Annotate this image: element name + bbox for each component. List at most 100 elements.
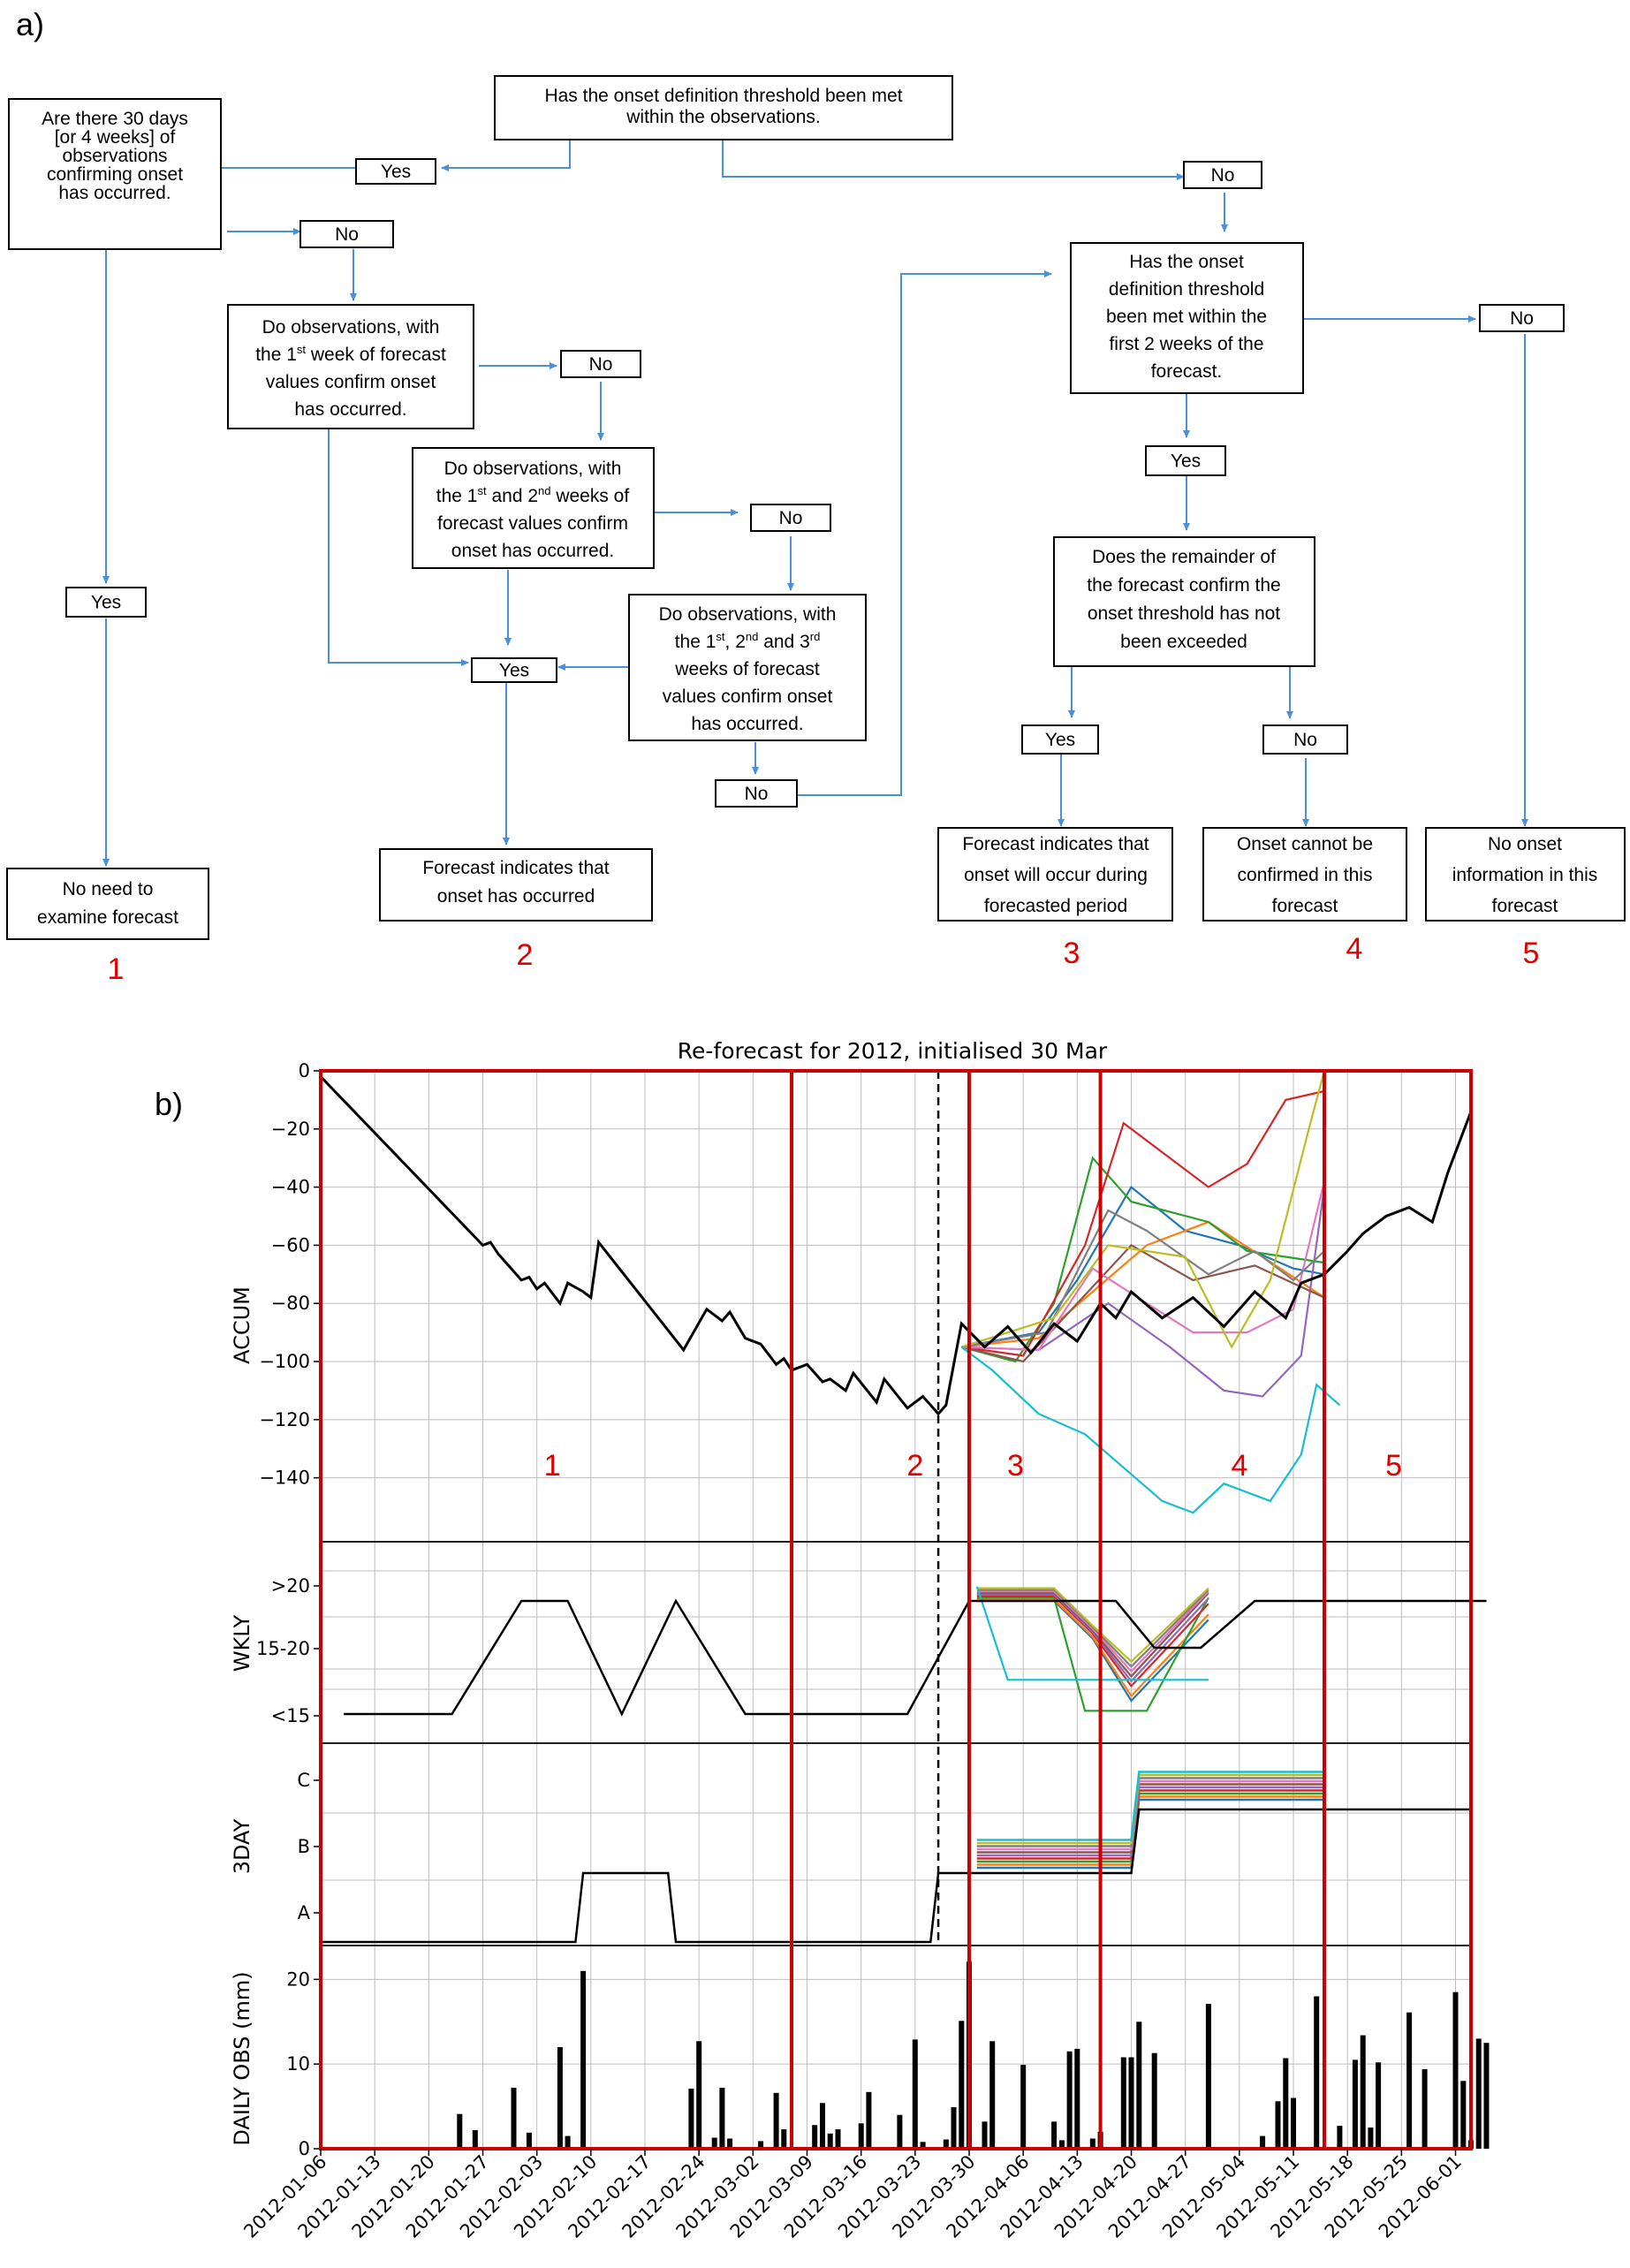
wkly-ensemble-line-5 <box>976 1591 1209 1678</box>
o5-line-0: No onset <box>1488 834 1562 854</box>
accum-ensemble-line-8 <box>960 1070 1326 1349</box>
daily-bar <box>1291 2097 1296 2149</box>
daily-bar <box>858 2123 864 2150</box>
decision-yes-label: Yes <box>1045 730 1075 750</box>
daily-bar <box>912 2039 918 2149</box>
daily-bar <box>1066 2051 1073 2149</box>
accum-y-tick-label: −60 <box>271 1234 310 1255</box>
daily-bar <box>1483 2043 1490 2149</box>
decision-no-label: No <box>1211 165 1235 186</box>
decision-yes-0: Yes <box>355 158 436 185</box>
decision-no-label: No <box>745 784 769 804</box>
q_week12-line-1: the 1st and 2nd weeks of <box>436 484 630 506</box>
decision-no-9: No <box>715 779 798 808</box>
q_30days-line-0: Are there 30 days <box>42 109 188 129</box>
daily-bar <box>835 2129 841 2149</box>
daily-bar <box>989 2041 996 2149</box>
accum-y-axis-label: ACCUM <box>230 1286 254 1364</box>
accum-ensemble-line-7 <box>961 1209 1325 1348</box>
q_fc2wk-line-4: forecast. <box>1151 361 1223 382</box>
q_remainder-line-0: Does the remainder of <box>1092 547 1276 567</box>
daily-bar <box>1205 2004 1211 2149</box>
wkly-y-axis-label: WKLY <box>230 1615 254 1673</box>
decision-no-label: No <box>779 508 803 528</box>
decision-yes-5: Yes <box>1145 445 1226 476</box>
q_week1-line-3: has occurred. <box>294 399 406 420</box>
decision-yes-8: Yes <box>471 657 557 683</box>
wkly-ensemble-line-2 <box>976 1597 1209 1712</box>
daily-bar <box>897 2114 903 2149</box>
daily-bar <box>696 2041 702 2149</box>
wkly-ensemble-line-9 <box>975 1586 1209 1681</box>
daily-bar <box>951 2107 957 2149</box>
q_remainder-line-3: been exceeded <box>1120 632 1247 652</box>
q_30days-line-3: confirming onset <box>47 164 183 185</box>
o5-line-1: information in this <box>1452 865 1598 885</box>
accum-y-tick-label: −120 <box>259 1409 310 1430</box>
o1-line-0: No need to <box>63 879 154 899</box>
wkly-ensemble-line-4 <box>976 1593 1209 1683</box>
daily-bar <box>1376 2062 1382 2150</box>
accum-ensemble-line-3 <box>961 1089 1325 1357</box>
question-onset-in-observations: Has the onset definition threshold been … <box>494 75 953 140</box>
daily-y-tick-label: 10 <box>286 2053 310 2075</box>
q_week123-line-0: Do observations, with <box>659 604 837 625</box>
q_remainder-line-2: onset threshold has not <box>1088 603 1280 624</box>
decision-no-label: No <box>335 224 359 245</box>
o4-line-2: forecast <box>1272 896 1338 916</box>
q_fc2wk-line-3: first 2 weeks of the <box>1109 334 1263 354</box>
decision-no-2: No <box>299 220 394 248</box>
daily-y-tick-label: 20 <box>286 1968 310 1990</box>
q_week12-line-2: forecast values confirm <box>437 513 628 534</box>
daily-bar <box>827 2133 833 2150</box>
daily-bar <box>773 2092 779 2150</box>
daily-bar <box>781 2129 787 2149</box>
q_30days-line-1: [or 4 weeks] of <box>55 127 176 148</box>
daily-bar <box>557 2047 563 2149</box>
daily-bar <box>1352 2059 1358 2149</box>
daily-bar <box>1260 2135 1266 2149</box>
wkly-ensemble-line-3 <box>976 1595 1209 1688</box>
outcome-number-5: 5 <box>1523 937 1540 970</box>
q_week1-line-0: Do observations, with <box>262 317 440 338</box>
daily-bar <box>758 2141 764 2149</box>
wkly-y-tick-label: 15-20 <box>256 1638 310 1659</box>
o4-line-1: confirmed in this <box>1238 865 1373 885</box>
daily-bar <box>457 2113 463 2149</box>
accum-ensemble-line-4 <box>961 1187 1326 1398</box>
wkly-y-tick-label: <15 <box>271 1705 310 1726</box>
wkly-ensemble-line-1 <box>976 1598 1209 1698</box>
wkly-ensemble-line-8 <box>976 1587 1209 1664</box>
wkly-ensemble-line-7 <box>976 1589 1209 1668</box>
accum-ensemble-line-9 <box>960 1346 1341 1514</box>
daily-bar <box>1337 2126 1343 2149</box>
panel-frame-daily_obs <box>320 1945 1472 2150</box>
decision-no-1: No <box>1183 161 1262 189</box>
flowchart-connectors <box>102 137 1528 867</box>
daily-bar <box>1136 2021 1142 2150</box>
decision-no-label: No <box>1293 730 1317 750</box>
accum-y-tick-label: −100 <box>259 1351 310 1372</box>
panel-a-label: a) <box>16 6 44 42</box>
q_30days-line-4: has occurred. <box>58 183 171 203</box>
wkly-y-tick-label: >20 <box>271 1575 310 1597</box>
decision-yes-label: Yes <box>91 593 121 613</box>
daily-bar <box>943 2139 949 2149</box>
daily-bar <box>565 2135 571 2149</box>
outcome-number-1: 1 <box>108 952 125 986</box>
daily-bar <box>1475 2038 1482 2149</box>
decision-yes-label: Yes <box>499 661 529 681</box>
o5-line-2: forecast <box>1492 896 1558 916</box>
q_fc2wk-line-0: Has the onset <box>1129 252 1244 272</box>
threeday-y-tick-label: C <box>297 1770 310 1791</box>
accum-y-tick-label: −80 <box>271 1293 310 1314</box>
accum-ensemble-line-5 <box>961 1244 1325 1363</box>
daily-bar <box>1128 2057 1134 2149</box>
reforecast-chart: 0−20−40−60−80−100−120−140<1515-20>20ABC0… <box>230 1060 1490 2242</box>
accum-y-tick-label: −140 <box>259 1468 310 1489</box>
